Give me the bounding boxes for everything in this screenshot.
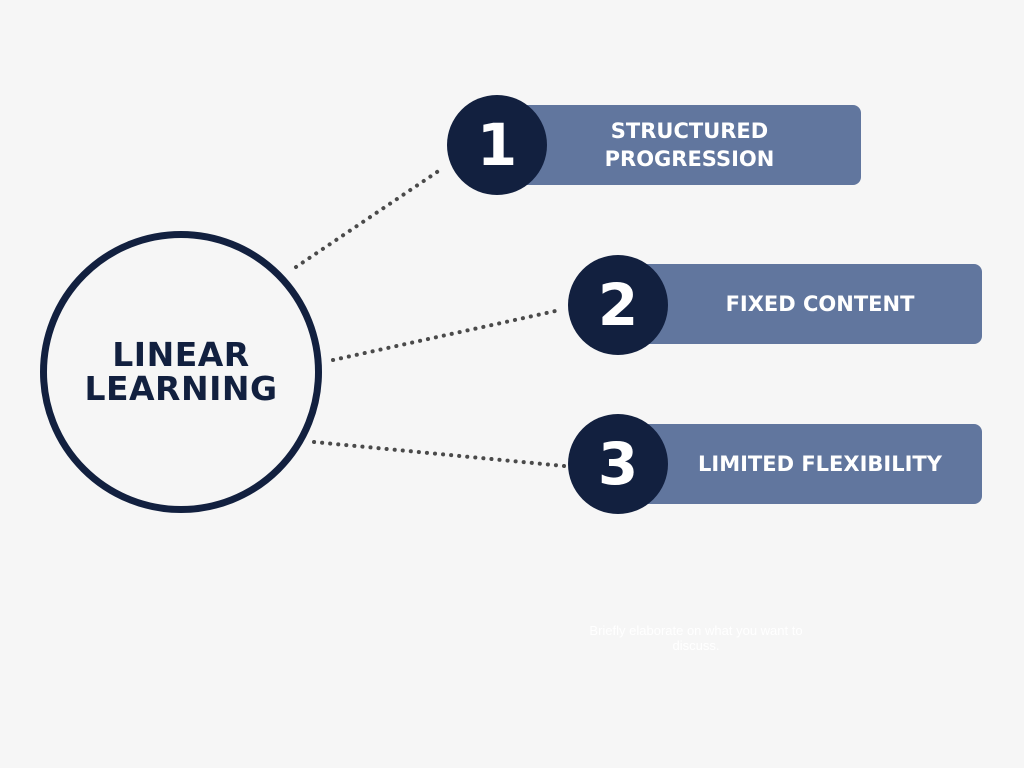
item-1-label: STRUCTURED PROGRESSION bbox=[604, 119, 775, 171]
item-3-number: 3 bbox=[597, 430, 639, 498]
caption-text: Briefly elaborate on what you want to di… bbox=[589, 623, 803, 653]
item-3-number-badge: 3 bbox=[568, 414, 668, 514]
item-1-bar: STRUCTURED PROGRESSION bbox=[512, 105, 861, 185]
central-topic-title-line2: LEARNING bbox=[84, 369, 278, 408]
item-2-number: 2 bbox=[597, 271, 639, 339]
item-1-number-badge: 1 bbox=[447, 95, 547, 195]
central-topic-title-line1: LINEAR bbox=[112, 335, 250, 374]
item-2-number-badge: 2 bbox=[568, 255, 668, 355]
item-3-label: LIMITED FLEXIBILITY bbox=[698, 452, 942, 476]
item-2-label: FIXED CONTENT bbox=[725, 292, 915, 316]
connector-line-3 bbox=[312, 440, 566, 468]
item-1-number: 1 bbox=[476, 111, 518, 179]
central-topic-circle: LINEAR LEARNING bbox=[40, 231, 322, 513]
connector-line-1 bbox=[294, 168, 442, 269]
item-2-bar: FIXED CONTENT bbox=[632, 264, 982, 344]
connector-line-2 bbox=[331, 308, 562, 362]
item-3-bar: LIMITED FLEXIBILITY bbox=[632, 424, 982, 504]
